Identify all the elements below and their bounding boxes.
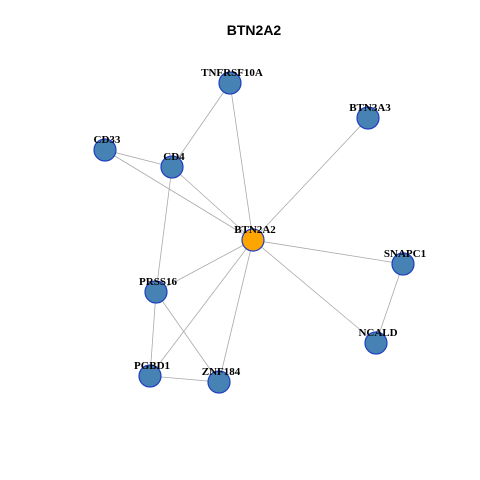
node-label-znf184: ZNF184 [202,366,241,378]
node-label-btn3a3: BTN3A3 [349,102,391,114]
node-label-cd33: CD33 [94,134,121,146]
edge-tnfrsf10a-cd4 [171,82,231,168]
node-circle-btn3a3 [356,106,380,130]
edge-prss16-pgbd1 [149,291,157,377]
node-znf184: ZNF184 [202,366,241,394]
node-circle-btn2a2 [241,228,265,252]
node-circle-prss16 [144,280,168,304]
node-snapc1: SNAPC1 [384,248,426,276]
edge-snapc1-ncald [375,263,404,344]
edge-cd33-btn2a2 [104,149,254,241]
node-circle-tnfrsf10a [218,71,242,95]
node-ncald: NCALD [358,327,398,355]
edge-tnfrsf10a-btn2a2 [229,82,254,241]
node-label-tnfrsf10a: TNFRSF10A [201,67,263,79]
edge-btn3a3-btn2a2 [252,117,369,241]
node-btn2a2: BTN2A2 [234,224,276,252]
node-circle-cd4 [160,155,184,179]
node-layer: BTN2A2 TNFRSF10A BTN3A3CD33CD4SNAPC1PRSS16… [93,67,426,394]
node-circle-znf184 [207,370,231,394]
node-circle-cd33 [93,138,117,162]
edge-cd4-btn2a2 [171,166,254,241]
node-label-cd4: CD4 [163,151,185,163]
node-circle-ncald [364,331,388,355]
node-circle-pgbd1 [138,364,162,388]
node-pgbd1: PGBD1 [134,360,170,388]
edge-btn2a2-pgbd1 [149,239,254,377]
diagram-title: BTN2A2 [227,22,282,38]
node-label-snapc1: SNAPC1 [384,248,426,260]
node-label-ncald: NCALD [358,327,397,339]
edge-layer [104,82,404,383]
edge-cd4-prss16 [155,166,173,293]
node-cd4: CD4 [160,151,185,179]
edge-btn2a2-prss16 [155,239,254,293]
node-prss16: PRSS16 [139,276,177,304]
edge-btn2a2-znf184 [218,239,254,383]
node-label-prss16: PRSS16 [139,276,177,288]
node-label-pgbd1: PGBD1 [134,360,170,372]
node-btn3a3: BTN3A3 [349,102,391,130]
node-circle-snapc1 [391,252,415,276]
node-label-btn2a2: BTN2A2 [234,224,276,236]
node-cd33: CD33 [93,134,121,162]
node-tnfrsf10a: TNFRSF10A [201,67,263,95]
edge-btn2a2-ncald [252,239,377,344]
edge-btn2a2-snapc1 [252,239,404,265]
edge-prss16-znf184 [155,291,220,383]
